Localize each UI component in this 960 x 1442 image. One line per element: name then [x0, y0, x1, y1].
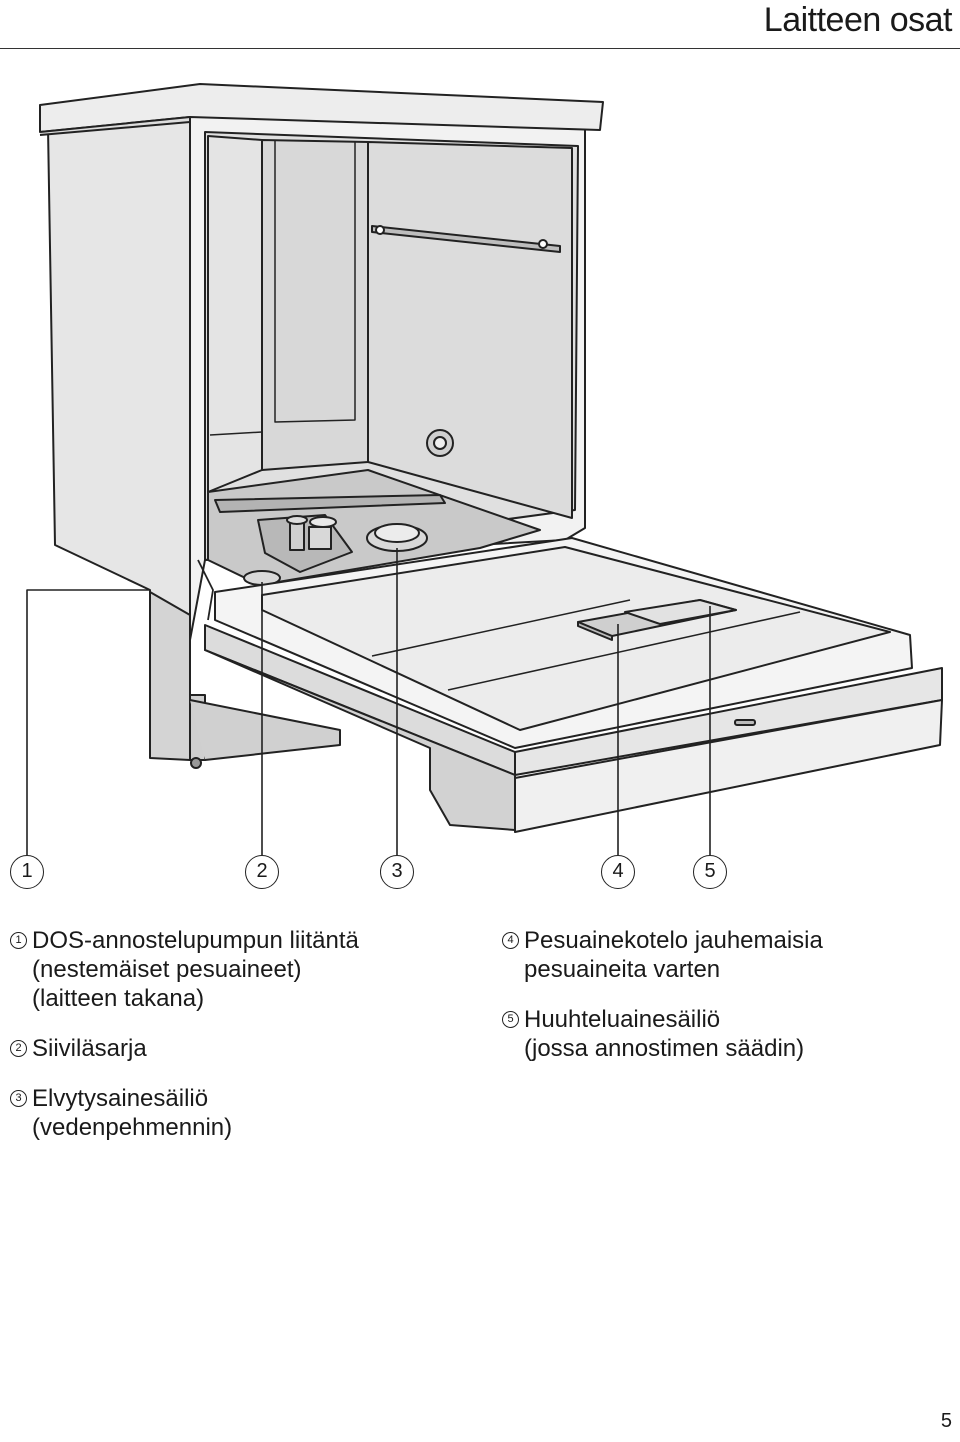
legend-number: 1 [10, 932, 27, 949]
legend-number: 2 [10, 1040, 27, 1057]
callout-5: 5 [693, 855, 727, 889]
legend-text: Huuhteluainesäiliö (jossa annostimen sää… [524, 1006, 805, 1062]
legend-item-5: 5 Huuhteluainesäiliö (jossa annostimen s… [502, 1005, 952, 1063]
page-number: 5 [940, 1410, 952, 1432]
right-inner-wall [367, 141, 573, 519]
door-front-panel [204, 649, 516, 831]
dishwasher-illustration [26, 83, 943, 855]
left-inner-wall [207, 135, 263, 493]
callout-1: 1 [10, 855, 44, 889]
page-title: Laitteen osat [763, 1, 953, 39]
legend-item-3: 3 Elvytysainesäiliö (vedenpehmennin) [10, 1084, 450, 1142]
legend-item-2: 2 Siiviläsarja [10, 1034, 450, 1063]
legend-number: 3 [10, 1090, 27, 1107]
legend-number: 4 [502, 932, 519, 949]
legend-item-4: 4 Pesuainekotelo jauhemaisia pesuaineita… [502, 926, 952, 984]
legend-left: 1 DOS-annostelupumpun liitäntä (nestemäi… [10, 926, 450, 1163]
lower-spray-arm [214, 494, 446, 513]
legend-number: 5 [502, 1011, 519, 1028]
callout-3: 3 [380, 855, 414, 889]
legend-text: Pesuainekotelo jauhemaisia pesuaineita v… [524, 927, 823, 983]
leader-lines [26, 548, 711, 855]
title-rule [0, 48, 960, 49]
legend-text: DOS-annostelupumpun liitäntä (nestemäise… [32, 927, 359, 1012]
legend-text: Elvytysainesäiliö (vedenpehmennin) [32, 1085, 233, 1141]
callout-2: 2 [245, 855, 279, 889]
legend-item-1: 1 DOS-annostelupumpun liitäntä (nestemäi… [10, 926, 450, 1013]
legend-right: 4 Pesuainekotelo jauhemaisia pesuaineita… [502, 926, 952, 1084]
cabinet-plinth [149, 591, 191, 761]
legend-text: Siiviläsarja [32, 1035, 147, 1062]
upper-spray-rail [371, 225, 561, 253]
callout-4: 4 [601, 855, 635, 889]
